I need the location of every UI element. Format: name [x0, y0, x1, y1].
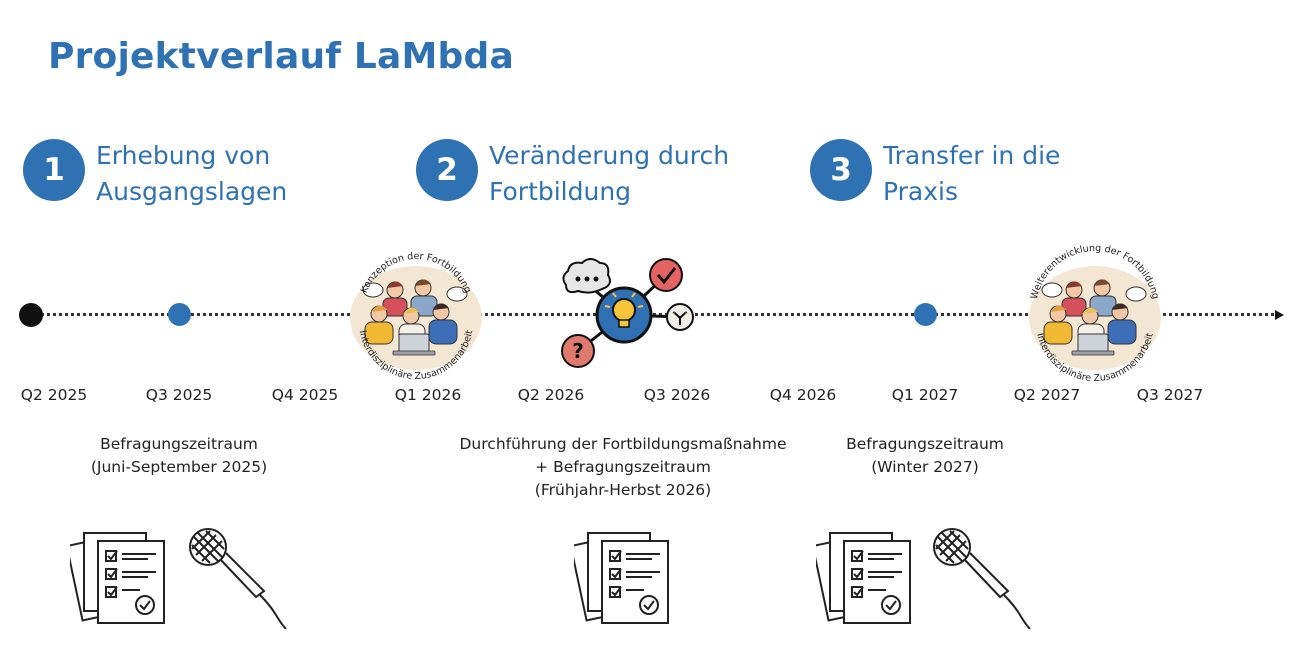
idea-network-icon: ? [561, 258, 694, 368]
page-title: Projektverlauf LaMbda [48, 36, 514, 77]
survey-3-line-1: Befragungszeitraum [846, 435, 1004, 453]
questionnaire-icon [816, 532, 911, 624]
team-collaboration-icon: Konzeption der Fortbildung Interdiszipli… [350, 251, 482, 382]
quarter-label: Q1 2026 [394, 386, 462, 404]
quarter-label: Q3 2026 [643, 386, 711, 404]
conception-illustration: Konzeption der Fortbildung Interdiszipli… [333, 240, 499, 390]
quarter-label: Q2 2025 [20, 386, 88, 404]
quarter-label: Q2 2027 [1013, 386, 1081, 404]
survey-1-line-2: (Juni-September 2025) [90, 458, 268, 476]
survey-period-1: Befragungszeitraum (Juni-September 2025) [91, 433, 267, 479]
survey-2-line-1: Durchführung der Fortbildungsmaßnahme [459, 435, 787, 453]
phase-1: 1 Erhebung von Ausgangslagen [23, 138, 287, 210]
questionnaire-icon [70, 532, 165, 624]
timeline-arrow-icon [1275, 310, 1284, 320]
team-collaboration-icon: Weiterentwicklung der Fortbildung Interd… [1029, 243, 1161, 384]
idea-network-illustration: ? [556, 255, 702, 373]
phase-3-number: 3 [810, 139, 872, 201]
quarter-label: Q4 2025 [271, 386, 339, 404]
quarter-label: Q1 2027 [891, 386, 959, 404]
quarter-label: Q4 2026 [769, 386, 837, 404]
timeline-dot-q1-2027 [914, 303, 937, 326]
survey-period-2: Durchführung der Fortbildungsmaßnahme + … [460, 433, 787, 502]
survey-1-line-1: Befragungszeitraum [100, 435, 258, 453]
phase-1-title: Erhebung von Ausgangslagen [96, 141, 288, 206]
phase-3-title: Transfer in die Praxis [883, 141, 1061, 206]
phase-2-number: 2 [416, 139, 478, 201]
timeline-start-dot [19, 303, 43, 327]
phase-2-title: Veränderung durch Fortbildung [489, 141, 730, 206]
quarter-label: Q3 2027 [1136, 386, 1204, 404]
survey-3-line-2: (Winter 2027) [871, 458, 979, 476]
timeline-line [34, 313, 1274, 316]
survey-2-line-3: (Frühjahr-Herbst 2026) [534, 481, 712, 499]
quarter-label: Q3 2025 [145, 386, 213, 404]
microphone-icon [933, 528, 1031, 629]
phase-1-number: 1 [23, 139, 85, 201]
phase-2: 2 Veränderung durch Fortbildung [416, 138, 729, 210]
survey-2-line-2: + Befragungszeitraum [535, 458, 711, 476]
survey-period-3: Befragungszeitraum (Winter 2027) [846, 433, 1004, 479]
phase-3: 3 Transfer in die Praxis [810, 138, 1060, 210]
development-illustration: Weiterentwicklung der Fortbildung Interd… [1012, 240, 1178, 390]
quarter-label: Q2 2026 [517, 386, 585, 404]
timeline-dot-q3-2025 [168, 303, 191, 326]
svg-text:?: ? [572, 339, 584, 363]
questionnaire-icon [574, 532, 669, 624]
microphone-icon [189, 528, 287, 629]
